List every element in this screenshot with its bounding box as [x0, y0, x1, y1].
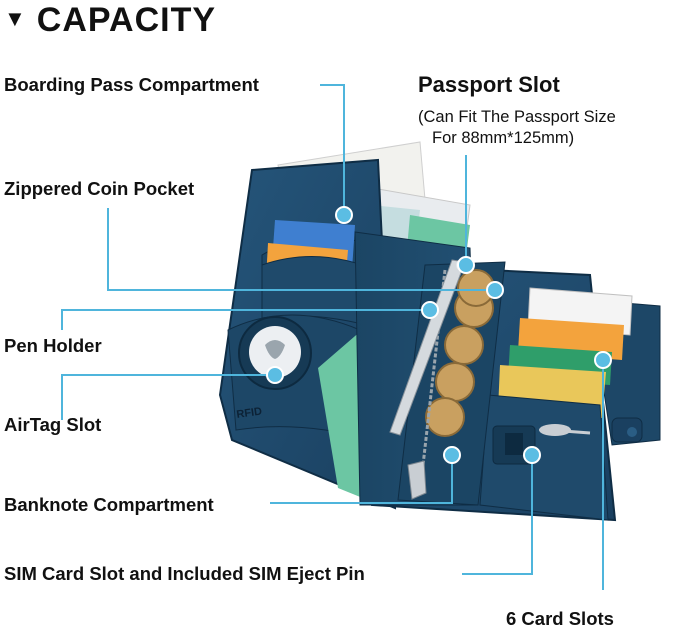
airtag-slot-label: AirTag Slot: [4, 414, 102, 435]
passport-slot-label: Passport Slot: [418, 72, 560, 97]
page-title: ▼ CAPACITY: [4, 0, 216, 42]
pen-holder-label: Pen Holder: [4, 335, 102, 356]
coin-pocket-label: Zippered Coin Pocket: [4, 178, 195, 199]
triangle-down-icon: ▼: [4, 6, 27, 32]
sim-slot-label: SIM Card Slot and Included SIM Eject Pin: [4, 563, 365, 584]
callout-dot-icon: [266, 206, 612, 464]
coin-icon: [425, 269, 495, 437]
banknote-label: Banknote Compartment: [4, 494, 214, 515]
title-text: CAPACITY: [36, 1, 217, 39]
rfid-emblem: RFID: [236, 406, 263, 421]
boarding-pass-label: Boarding Pass Compartment: [4, 74, 259, 95]
passport-note-2: For 88mm*125mm): [432, 129, 575, 147]
card-slots-label: 6 Card Slots: [506, 608, 614, 629]
passport-note-1: (Can Fit The Passport Size: [418, 108, 616, 126]
callout-lines: [61, 84, 604, 590]
coin-pocket: [397, 261, 506, 506]
